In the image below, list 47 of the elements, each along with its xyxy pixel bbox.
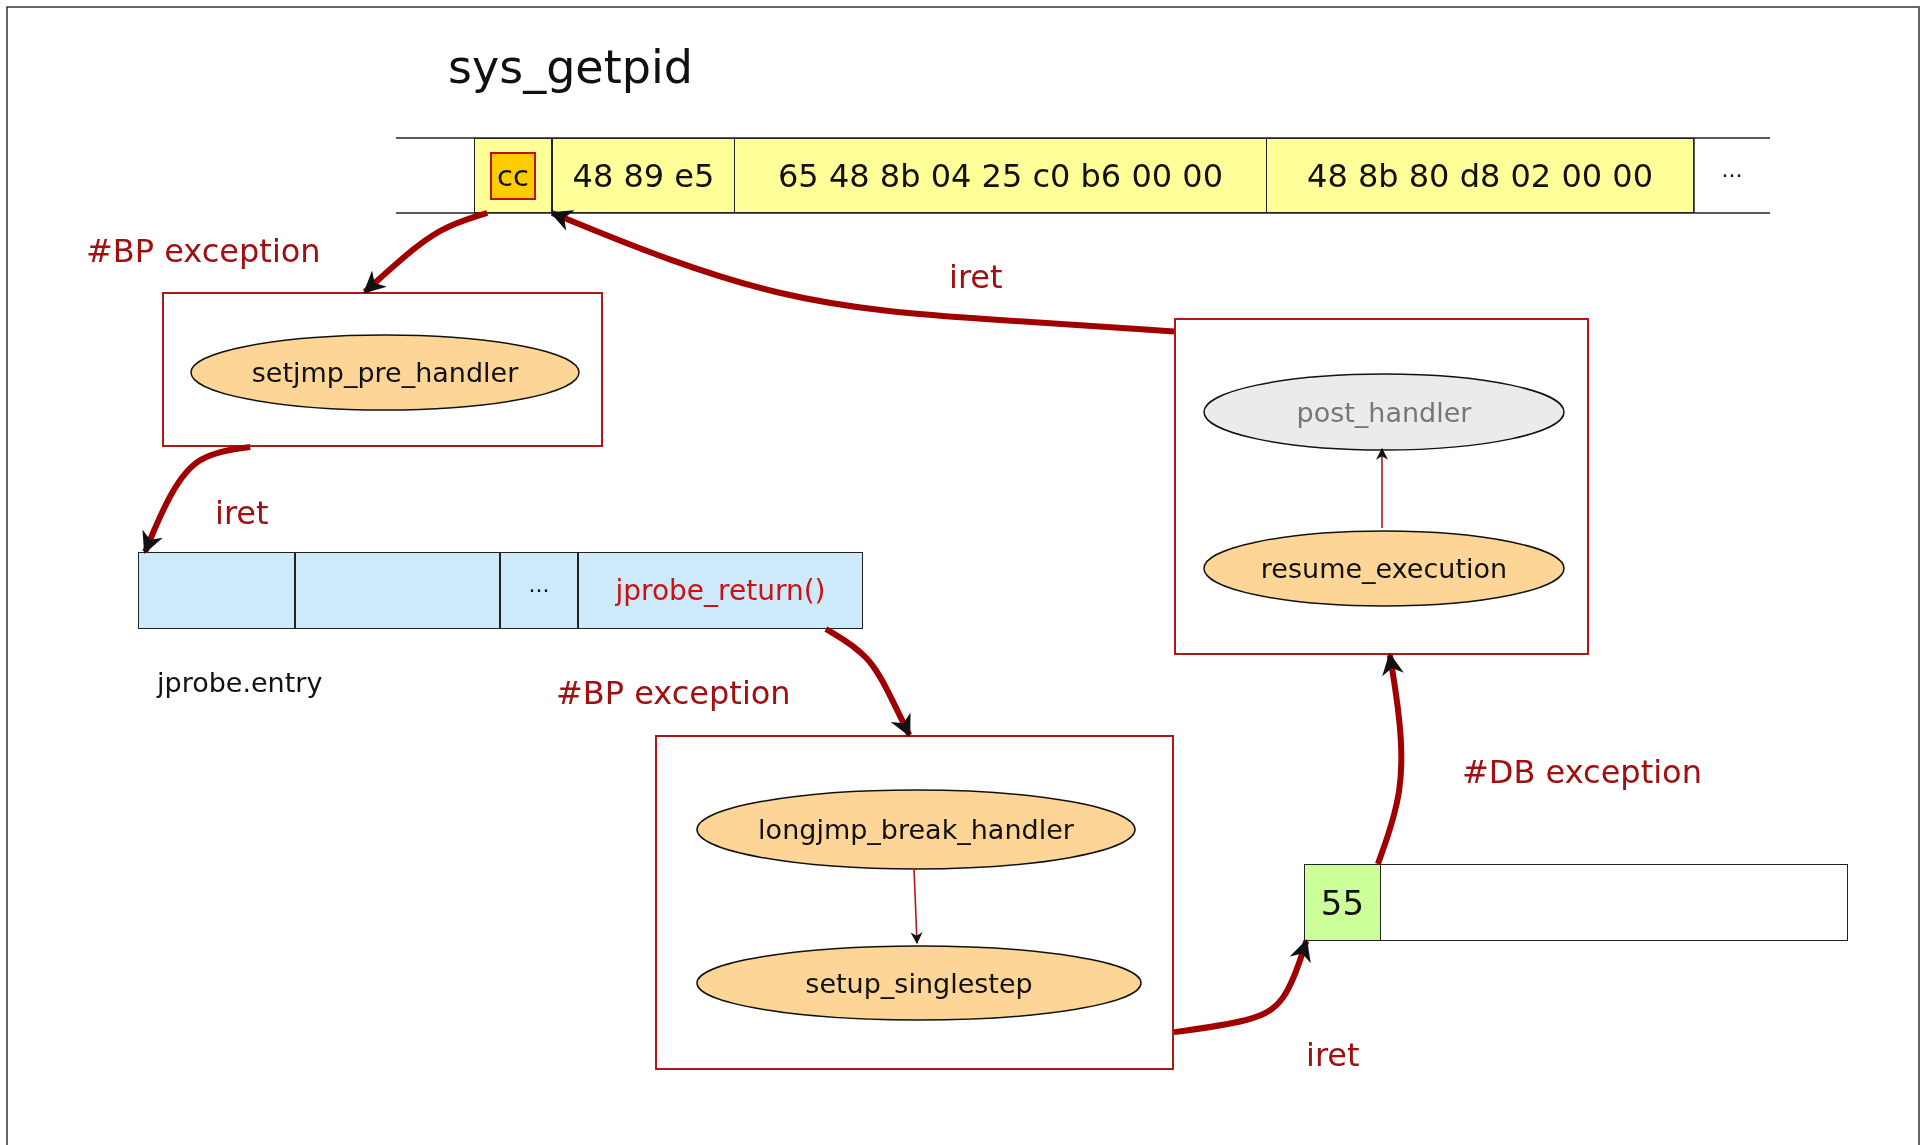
- node-text: resume_execution: [1260, 553, 1508, 584]
- arrow: [549, 210, 1175, 335]
- opcode-cell: [552, 138, 734, 213]
- function-ellipse: [190, 334, 580, 411]
- function-ellipse: [696, 789, 1136, 870]
- node-text: 48 8b 80 d8 02 00 00: [1307, 156, 1653, 195]
- node-text: ···: [1721, 163, 1743, 188]
- edge-label: iret: [215, 494, 269, 532]
- arrow: [824, 626, 912, 737]
- arrow: [1375, 652, 1405, 865]
- node-text: ···: [528, 578, 550, 603]
- arrow: [1173, 938, 1311, 1036]
- handler-frame: [655, 735, 1174, 1070]
- handler-frame: [162, 292, 603, 447]
- opcode-text: cc: [490, 151, 536, 200]
- arrow: [362, 210, 489, 295]
- node-text: longjmp_break_handler: [758, 814, 1074, 845]
- function-ellipse: [1203, 530, 1565, 607]
- memory-cell: [1381, 864, 1848, 941]
- handler-frame: [1174, 318, 1589, 655]
- caption-label: jprobe.entry: [157, 667, 323, 698]
- arrow: [142, 444, 251, 555]
- edge-label: #DB exception: [1462, 753, 1702, 791]
- arrow: [910, 867, 923, 945]
- edge-label: #BP exception: [86, 232, 321, 270]
- memory-cell: [500, 552, 578, 629]
- title: sys_getpid: [448, 40, 693, 94]
- opcode-cell: [474, 138, 552, 213]
- opcode-cell: [1304, 864, 1381, 941]
- node-text: setjmp_pre_handler: [251, 357, 519, 388]
- node-text: post_handler: [1296, 396, 1472, 428]
- opcode-cell: [1266, 138, 1694, 213]
- edge-label: #BP exception: [556, 674, 791, 712]
- arrow: [1376, 447, 1388, 529]
- node-text: 65 48 8b 04 25 c0 b6 00 00: [778, 156, 1223, 195]
- edge-label: iret: [949, 258, 1003, 296]
- edge-label: iret: [1306, 1036, 1360, 1074]
- memory-cell: [578, 552, 863, 629]
- function-ellipse: [696, 945, 1142, 1021]
- memory-cell: [138, 552, 295, 629]
- opcode-cell: [734, 138, 1266, 213]
- node-text: jprobe_return(): [615, 574, 826, 607]
- node-text: 55: [1320, 882, 1365, 923]
- node-text: setup_singlestep: [805, 967, 1033, 999]
- node-text: 48 89 e5: [572, 156, 715, 195]
- memory-cell: [295, 552, 500, 629]
- function-ellipse: [1203, 373, 1565, 451]
